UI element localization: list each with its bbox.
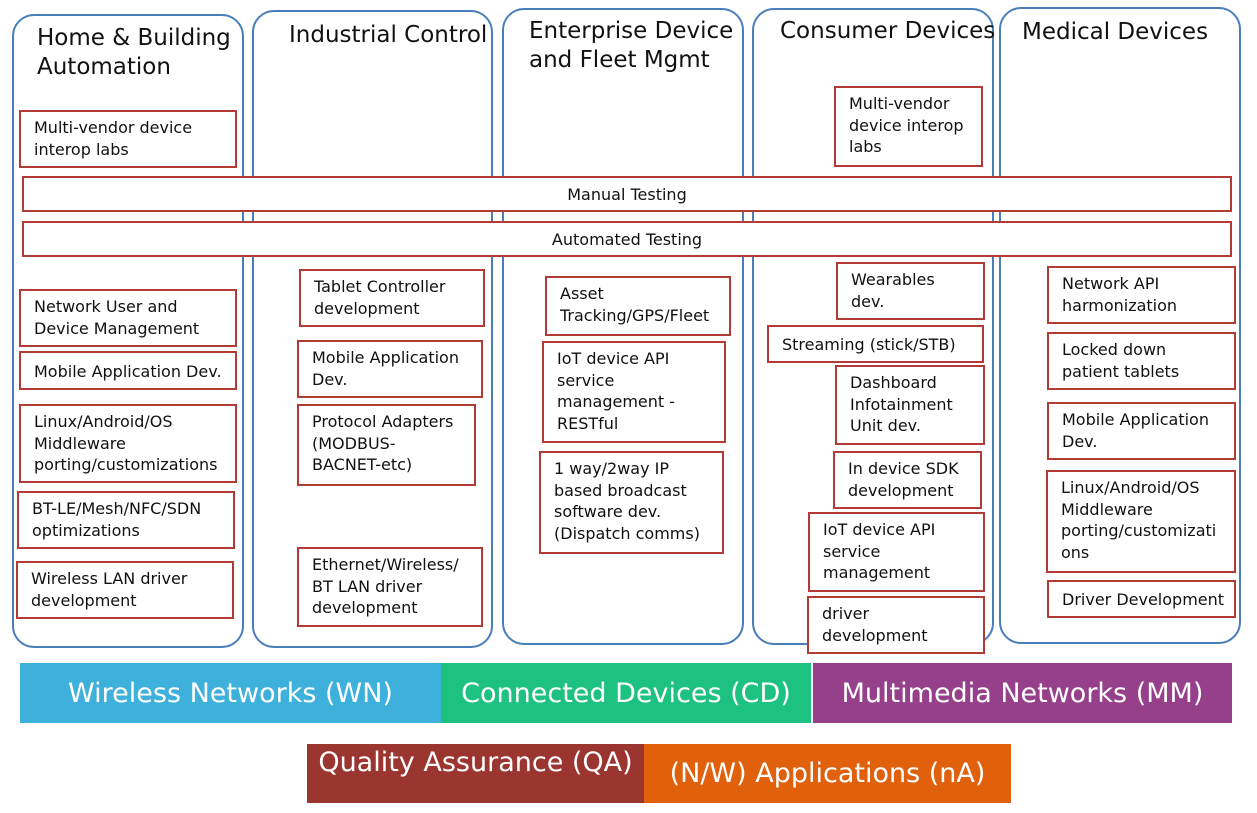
column-industrial-control bbox=[252, 10, 493, 648]
box-ind-protocol-adapters: Protocol Adapters (MODBUS- BACNET-etc) bbox=[297, 404, 476, 486]
box-ind-mobile-app: Mobile Application Dev. bbox=[297, 340, 483, 398]
box-con-iot-api: IoT device API service management bbox=[808, 512, 985, 592]
box-ind-ethernet-driver: Ethernet/Wireless/ BT LAN driver develop… bbox=[297, 547, 483, 627]
box-con-wearables: Wearables dev. bbox=[836, 262, 985, 320]
box-con-dashboard: Dashboard Infotainment Unit dev. bbox=[835, 365, 985, 445]
box-med-linux-middleware: Linux/Android/OS Middleware porting/cust… bbox=[1046, 470, 1236, 573]
box-con-sdk: In device SDK development bbox=[833, 451, 982, 509]
box-home-network-user: Network User and Device Management bbox=[19, 289, 237, 347]
bar-wireless-networks: Wireless Networks (WN) bbox=[20, 663, 441, 723]
box-ent-iot-api-restful: IoT device API service management - REST… bbox=[542, 341, 726, 443]
column-title-medical: Medical Devices bbox=[1022, 19, 1209, 45]
box-med-locked-tablets: Locked down patient tablets bbox=[1047, 332, 1236, 390]
box-con-interop-labs: Multi-vendor device interop labs bbox=[834, 86, 983, 167]
box-home-mobile-app: Mobile Application Dev. bbox=[19, 351, 237, 390]
box-med-driver: Driver Development bbox=[1047, 580, 1236, 618]
column-title-enterprise: Enterprise Device and Fleet Mgmt bbox=[529, 18, 734, 73]
box-ent-asset-tracking: Asset Tracking/GPS/Fleet bbox=[545, 276, 731, 336]
box-home-interop-labs: Multi-vendor device interop labs bbox=[19, 110, 237, 168]
column-title-industrial: Industrial Control bbox=[289, 22, 488, 48]
box-con-driver: driver development bbox=[807, 596, 985, 654]
band-manual-testing: Manual Testing bbox=[22, 176, 1232, 212]
box-ind-tablet-controller: Tablet Controller development bbox=[299, 269, 485, 327]
box-home-bt-le: BT-LE/Mesh/NFC/SDN optimizations bbox=[17, 491, 235, 549]
bar-network-applications: (N/W) Applications (nA) bbox=[644, 744, 1011, 803]
band-automated-testing: Automated Testing bbox=[22, 221, 1232, 257]
bar-connected-devices: Connected Devices (CD) bbox=[441, 663, 811, 723]
box-med-mobile-app: Mobile Application Dev. bbox=[1047, 402, 1236, 460]
column-title-consumer: Consumer Devices bbox=[780, 18, 996, 44]
box-ent-ip-broadcast: 1 way/2way IP based broadcast software d… bbox=[539, 451, 724, 554]
box-home-linux-middleware: Linux/Android/OS Middleware porting/cust… bbox=[19, 404, 237, 483]
bar-quality-assurance: Quality Assurance (QA) bbox=[307, 744, 644, 803]
box-con-streaming: Streaming (stick/STB) bbox=[767, 325, 984, 363]
box-home-wlan-driver: Wireless LAN driver development bbox=[16, 561, 234, 619]
box-med-network-api: Network API harmonization bbox=[1047, 266, 1236, 324]
column-title-home: Home & Building Automation bbox=[37, 25, 231, 80]
bar-multimedia-networks: Multimedia Networks (MM) bbox=[813, 663, 1232, 723]
